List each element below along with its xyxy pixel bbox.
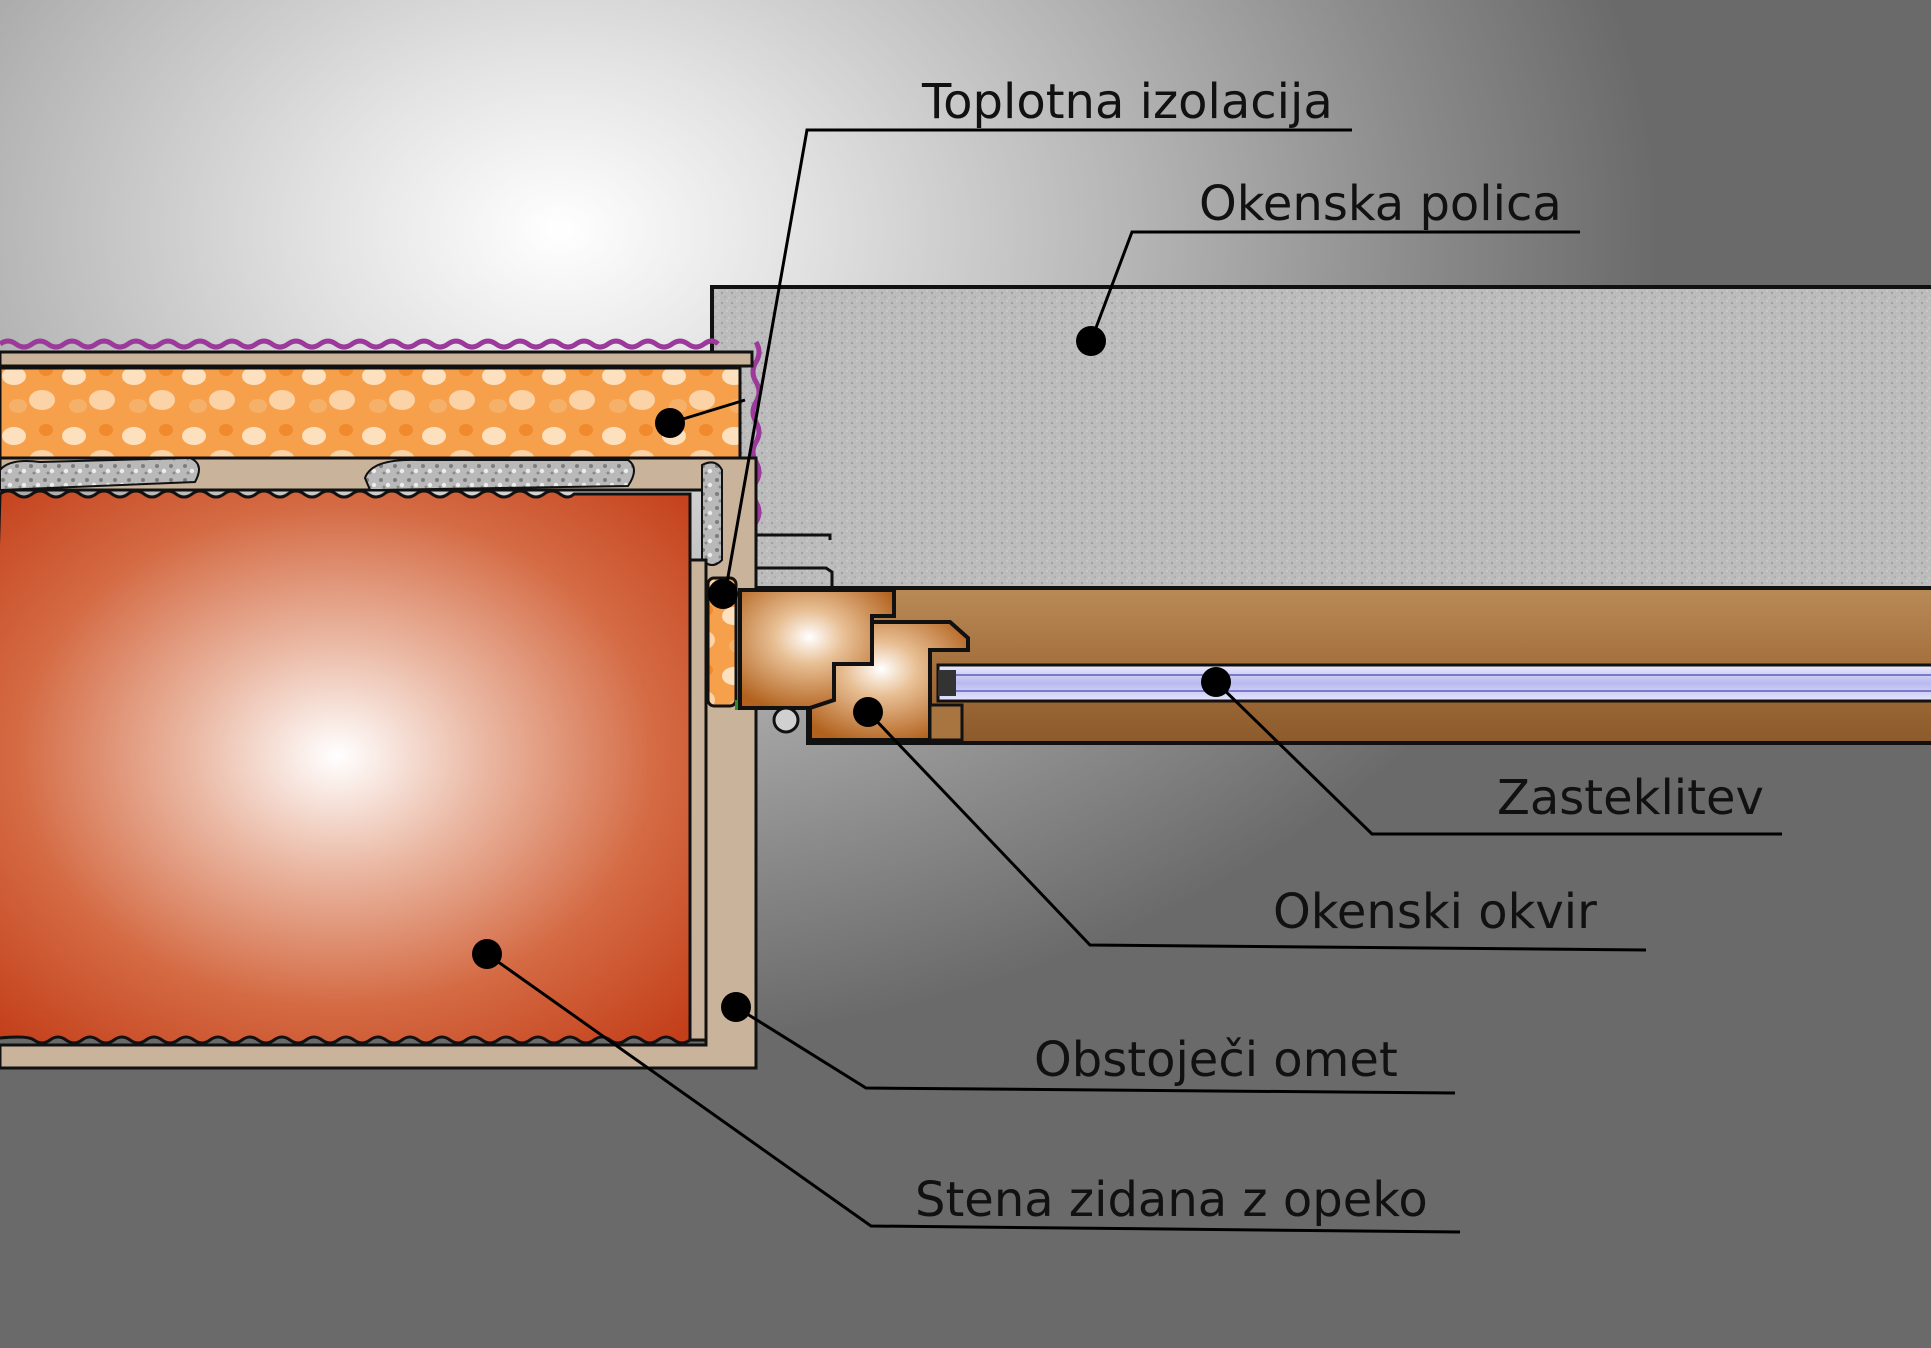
mortar-blob-side [701, 461, 723, 566]
label-obstojeci-omet: Obstoječi omet [1034, 1032, 1398, 1088]
plaster-edge-step [688, 558, 708, 1042]
mortar-blob-right [363, 458, 635, 492]
plaster-top-layer [0, 350, 754, 368]
dot-okenski-okvir [853, 697, 883, 727]
label-zasteklitev: Zasteklitev [1497, 770, 1764, 826]
label-toplotna-izolacija: Toplotna izolacija [922, 74, 1333, 130]
glazing-bead [928, 703, 964, 742]
dot-insulation-slab [655, 408, 685, 438]
dot-toplotna-izolacija [708, 579, 738, 609]
leader-toplotna-izolacija [723, 128, 1352, 595]
label-stena-zidana-z-opeko: Stena zidana z opeko [915, 1172, 1428, 1228]
dot-stena-zidana [472, 939, 502, 969]
dot-okenska-polica [1076, 326, 1106, 356]
vapor-membrane [0, 338, 762, 544]
thermal-insulation-slab [0, 366, 742, 460]
glazing [936, 663, 1931, 703]
leader-okenski-okvir [866, 710, 1647, 952]
leader-zasteklitev [1214, 680, 1782, 836]
window-sill [710, 285, 1931, 590]
label-okenski-okvir: Okenski okvir [1273, 884, 1597, 940]
dot-obstojeci-omet [721, 992, 751, 1022]
joint-insulation [706, 576, 738, 708]
leader-dots [472, 326, 1231, 1022]
dot-zasteklitev [1201, 667, 1231, 697]
label-okenska-polica: Okenska polica [1199, 176, 1562, 232]
glazing-spacer [938, 670, 956, 696]
brick-wall [0, 489, 692, 1045]
leader-okenska-polica [1089, 230, 1580, 342]
frame-gasket [772, 706, 800, 734]
leader-stena-zidana [486, 952, 1461, 1234]
mortar-blob-left [0, 456, 200, 492]
leader-obstojeci-omet [735, 1005, 1456, 1095]
